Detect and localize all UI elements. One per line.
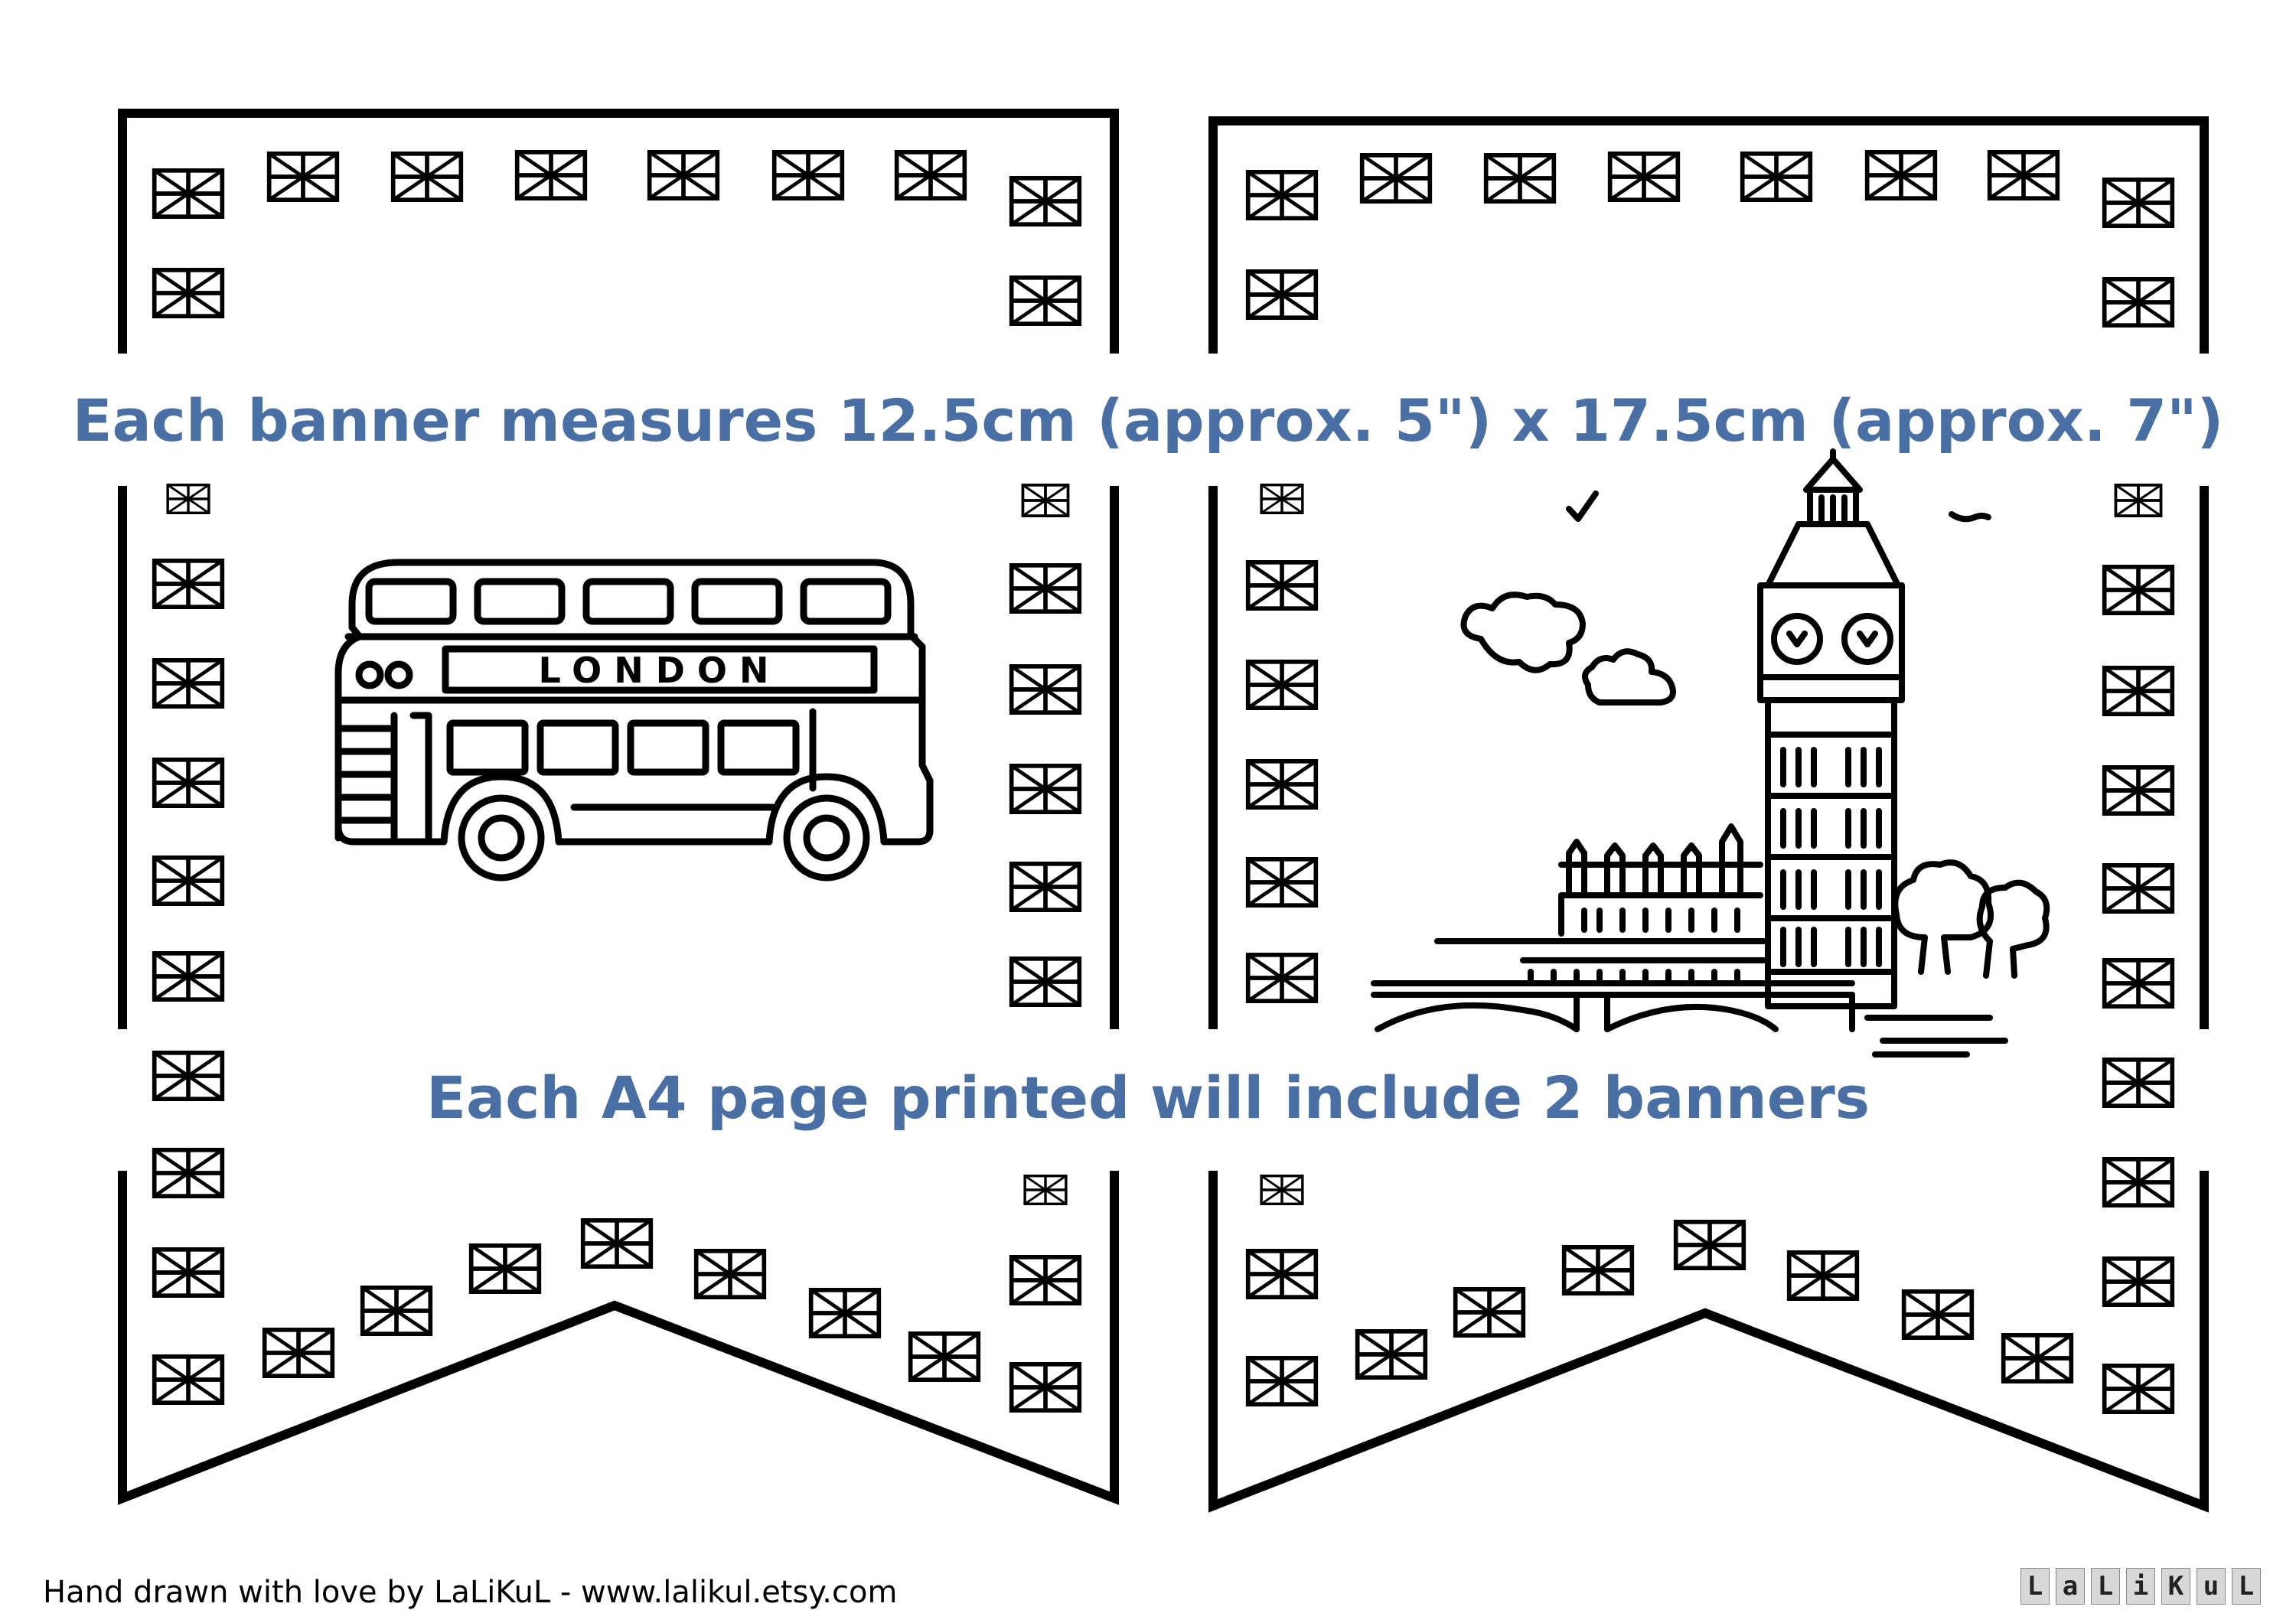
left-banner-flags xyxy=(155,152,1080,1410)
left-banner xyxy=(118,109,1119,1505)
a4-page-caption: Each A4 page printed will include 2 bann… xyxy=(426,1064,1870,1132)
double-decker-bus-illustration xyxy=(334,559,934,882)
logo-letter: L xyxy=(2020,1568,2050,1605)
banner-size-caption: Each banner measures 12.5cm (approx. 5")… xyxy=(72,386,2224,455)
right-banner xyxy=(1208,116,2209,1513)
right-banner-flags xyxy=(1248,152,2173,1412)
big-ben-westminster-illustration xyxy=(1371,448,2050,1058)
bus-destination-sign: LONDON xyxy=(538,650,781,691)
logo-letter: a xyxy=(2056,1568,2085,1605)
logo-letter: L xyxy=(2232,1568,2261,1605)
logo-letter: L xyxy=(2091,1568,2120,1605)
logo-letter: i xyxy=(2126,1568,2155,1605)
lalikul-logo: L a L i K u L xyxy=(2020,1567,2267,1605)
artist-credit: Hand drawn with love by LaLiKuL - www.la… xyxy=(43,1575,898,1610)
logo-letter: u xyxy=(2197,1568,2226,1605)
logo-letter: K xyxy=(2161,1568,2190,1605)
